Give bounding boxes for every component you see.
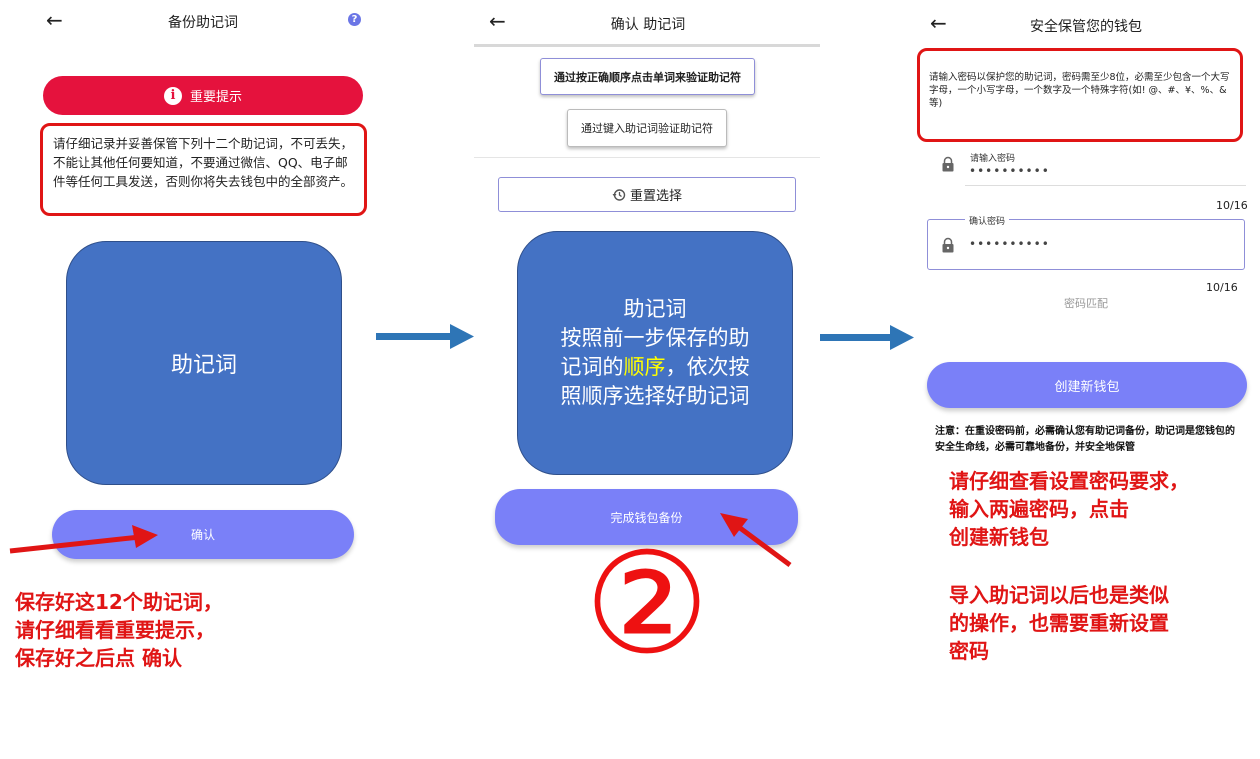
lock-icon [942, 237, 954, 253]
confirm-label: 确认 [190, 528, 215, 542]
line-3-post: ，依次按 [665, 355, 750, 379]
back-arrow-icon[interactable]: ← [46, 8, 63, 32]
annotation-4-line-3: 密码 [949, 639, 989, 663]
annotation-4: 导入助记词以后也是类似 的操作，也需要重新设置 密码 [949, 581, 1254, 665]
password-label: 请输入密码 [970, 154, 1016, 164]
verify-by-typing-label: 通过键入助记词验证助记符 [581, 122, 713, 135]
create-wallet-button[interactable]: 创建新钱包 [927, 362, 1247, 408]
next-arrow-1 [376, 324, 474, 349]
page-title: 备份助记词 [168, 15, 238, 31]
step-number-2: ② [584, 523, 710, 686]
mnemonic-box-line-3: 记词的顺序，依次按 [561, 353, 750, 382]
page-title: 确认 助记词 [610, 17, 686, 33]
annotation-3-line-3: 创建新钱包 [949, 525, 1049, 549]
annotation-1-line-1: 保存好这12个助记词， [15, 590, 223, 614]
create-wallet-label: 创建新钱包 [1054, 379, 1120, 395]
verify-by-click-label: 通过按正确顺序点击单词来验证助记符 [554, 70, 741, 84]
annotation-1-line-3: 保存好之后点 确认 [15, 646, 182, 670]
back-arrow-icon[interactable]: ← [489, 9, 506, 33]
password-counter: 10/16 [1216, 199, 1248, 212]
line-3-pre: 记词的 [560, 355, 624, 379]
back-arrow-icon[interactable]: ← [930, 11, 947, 35]
help-icon[interactable]: ? [348, 13, 361, 26]
annotation-1: 保存好这12个助记词， 请仔细看看重要提示， 保存好之后点 确认 [15, 588, 345, 672]
reset-selection-button[interactable]: 重置选择 [498, 177, 796, 212]
red-pointer-arrow-2 [720, 513, 792, 568]
notice-highlight-box: 请仔细记录并妥善保管下列十二个助记词，不可丢失，不能让其他任何要知道，不要通过微… [40, 123, 367, 216]
password-rules-text: 请输入密码以保护您的助记词，密码需至少8位，必需至少包含一个大写字母，一个小写字… [929, 72, 1230, 109]
red-pointer-arrow-1 [9, 525, 158, 554]
reset-password-warning: 注意：在重设密码前，必需确认您有助记词备份，助记词是您钱包的安全生命线，必需可靠… [935, 426, 1235, 453]
password-input[interactable]: •••••••••• [969, 164, 1050, 178]
complete-backup-label: 完成钱包备份 [610, 510, 683, 525]
password-underline [965, 185, 1246, 186]
verify-by-typing-button[interactable]: 通过键入助记词验证助记符 [567, 109, 727, 147]
annotation-1-line-2: 请仔细看看重要提示， [15, 618, 215, 642]
annotation-3: 请仔细查看设置密码要求， 输入两遍密码，点击 创建新钱包 [949, 467, 1254, 551]
options-divider [474, 157, 820, 158]
annotation-4-line-2: 的操作，也需要重新设置 [949, 611, 1169, 635]
annotation-3-line-1: 请仔细查看设置密码要求， [949, 469, 1189, 493]
header-divider [474, 44, 820, 47]
next-arrow-2 [820, 325, 914, 350]
notice-text: 请仔细记录并妥善保管下列十二个助记词，不可丢失，不能让其他任何要知道，不要通过微… [53, 136, 354, 189]
reset-selection-label: 重置选择 [629, 189, 682, 204]
confirm-password-counter: 10/16 [1206, 281, 1238, 294]
password-rules-box: 请输入密码以保护您的助记词，密码需至少8位，必需至少包含一个大写字母，一个小写字… [917, 48, 1243, 142]
verify-by-click-button[interactable]: 通过按正确顺序点击单词来验证助记符 [540, 58, 755, 95]
password-match-status: 密码匹配 [1064, 297, 1108, 310]
confirm-password-input[interactable]: •••••••••• [969, 237, 1050, 251]
mnemonic-selection-box: 助记词 按照前一步保存的助 记词的顺序，依次按 照顺序选择好助记词 [517, 231, 793, 475]
confirm-button[interactable]: 确认 [52, 510, 354, 559]
order-highlight: 顺序 [623, 355, 666, 379]
mnemonic-box-label: 助记词 [170, 353, 237, 378]
info-icon: i [163, 86, 182, 105]
confirm-password-label: 确认密码 [965, 214, 1010, 227]
page-title: 安全保管您的钱包 [1030, 19, 1142, 35]
mnemonic-box-line-1: 助记词 [623, 297, 687, 321]
mnemonic-box-line-4: 照顺序选择好助记词 [560, 384, 750, 408]
history-icon [612, 188, 626, 201]
important-notice-button[interactable]: i 重要提示 [43, 76, 363, 115]
mnemonic-box-line-2: 按照前一步保存的助 [560, 326, 750, 350]
annotation-4-line-1: 导入助记词以后也是类似 [949, 583, 1169, 607]
lock-icon [942, 156, 954, 172]
annotation-3-line-2: 输入两遍密码，点击 [949, 497, 1129, 521]
mnemonic-box: 助记词 [66, 241, 342, 485]
confirm-password-field[interactable] [927, 219, 1245, 270]
important-notice-label: 重要提示 [189, 90, 242, 105]
